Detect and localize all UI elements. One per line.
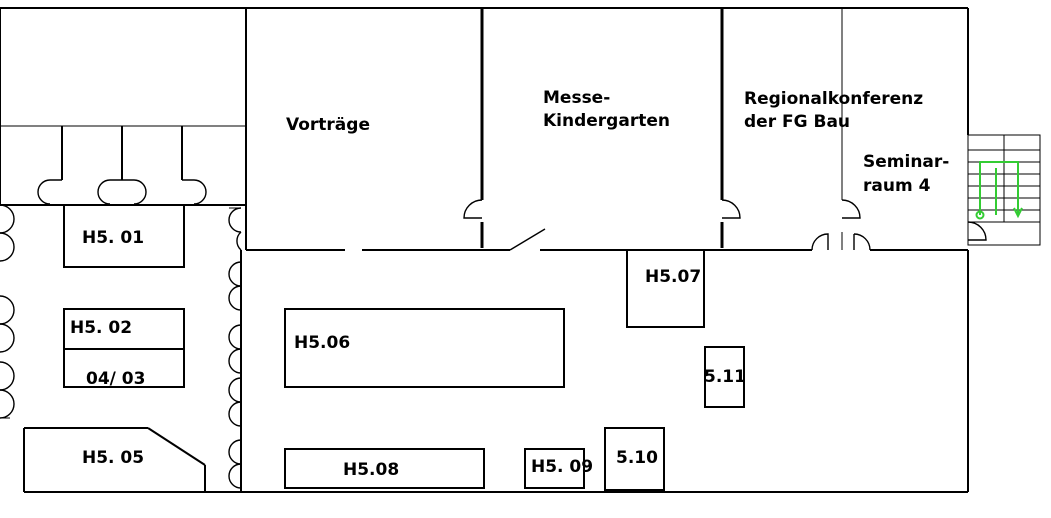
- label-regional-line1: Regionalkonferenz: [744, 89, 923, 109]
- label-messe-line2: Kindergarten: [543, 111, 670, 131]
- upper-rooms: [0, 8, 968, 251]
- room-h501-box[interactable]: [63, 204, 185, 268]
- label-regional-line2: der FG Bau: [744, 112, 850, 132]
- room-h509-box[interactable]: [524, 448, 585, 489]
- label-seminar-line1: Seminar-: [863, 152, 949, 172]
- room-label-h506: H5.06: [294, 333, 350, 353]
- room-h508-box[interactable]: [284, 448, 485, 489]
- room-h503-box[interactable]: [63, 348, 185, 388]
- stairwell: [967, 134, 1041, 246]
- room-label-h508: H5.08: [343, 460, 399, 480]
- escape-route: [975, 161, 1023, 220]
- room-label-h509: H5. 09: [531, 457, 593, 477]
- room-label-510: 5.10: [616, 448, 658, 468]
- room-label-h503: 04/ 03: [86, 369, 145, 389]
- room-h507-box[interactable]: [626, 249, 705, 328]
- room-510-box[interactable]: [604, 427, 665, 491]
- doors: [0, 179, 987, 489]
- room-h506-box[interactable]: [284, 308, 565, 388]
- label-messe-line1: Messe-: [543, 88, 610, 108]
- room-label-h505: H5. 05: [82, 448, 144, 468]
- room-label-511: 5.11: [704, 367, 746, 387]
- room-label-h501: H5. 01: [82, 228, 144, 248]
- room-label-h507: H5.07: [645, 267, 701, 287]
- room-label-h502: H5. 02: [70, 318, 132, 338]
- corridor-walls: [24, 250, 242, 492]
- room-boxes: [63, 204, 745, 491]
- room-511-box[interactable]: [704, 346, 745, 408]
- label-vortraege: Vorträge: [286, 115, 370, 135]
- label-seminar-line2: raum 4: [863, 176, 931, 196]
